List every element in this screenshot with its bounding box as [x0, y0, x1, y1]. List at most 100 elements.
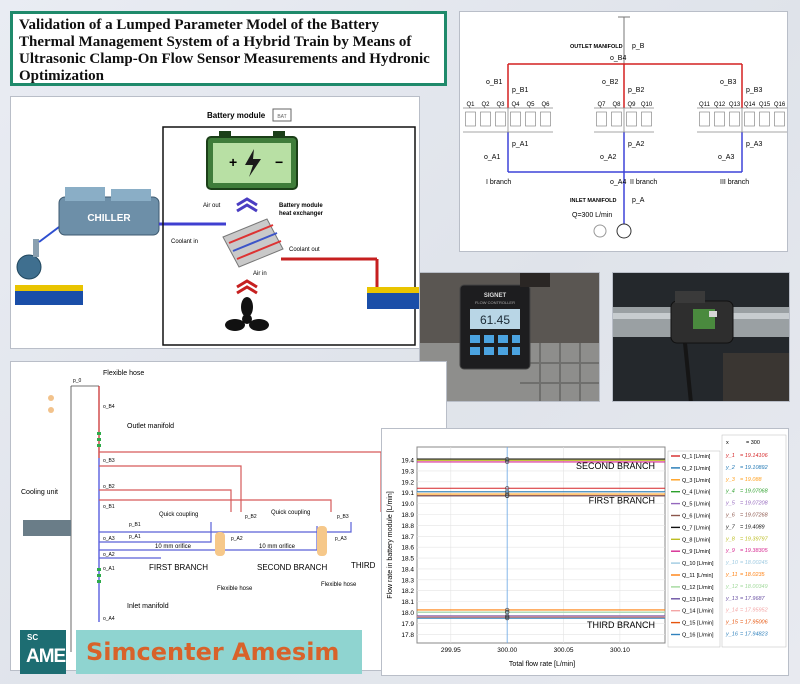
y-tick-label: 18.2	[401, 588, 414, 595]
inlet-manifold-label: Inlet manifold	[127, 603, 169, 610]
pump-symbol	[616, 223, 632, 239]
orifice-2-label: 10 mm orifice	[259, 544, 296, 550]
scheme-branch-name: II branch	[630, 179, 657, 186]
readout-y-label: y_5	[725, 501, 736, 507]
legend-entry: Q_13 [L/min]	[682, 597, 714, 603]
readout-y-value: = 18.00245	[740, 560, 769, 566]
air-out-label: Air out	[203, 203, 221, 209]
inlet-manifold-label: INLET MANIFOLD	[570, 198, 616, 204]
battery-module-box	[162, 126, 416, 346]
legend-entry: Q_11 [L/min]	[682, 573, 714, 579]
readout-y-label: y_16	[725, 632, 739, 638]
legend-box	[667, 450, 721, 648]
legend-entry: Q_6 [L/min]	[682, 514, 711, 520]
readout-y-label: y_4	[725, 489, 735, 495]
x-tick-label: 300.10	[610, 647, 630, 654]
heat-exchanger-icon	[222, 218, 284, 268]
branch-annotation: FIRST BRANCH	[589, 496, 655, 506]
svg-text:o_B3: o_B3	[103, 458, 115, 464]
readout-y-label: y_11	[725, 572, 738, 578]
cursor-point-q6	[505, 493, 510, 498]
scheme-q-label: Q14	[744, 102, 756, 108]
scheme-q-label: Q10	[641, 102, 653, 108]
readout-box	[721, 434, 787, 648]
battery-cell-symbol	[774, 111, 785, 127]
y-tick-label: 17.8	[401, 632, 414, 639]
y-tick-label: 18.4	[401, 566, 414, 573]
battery-module-label: Battery module	[207, 111, 266, 120]
third-branch-label: THIRD	[351, 561, 376, 570]
cursor-point-q11	[505, 607, 510, 613]
battery-cell-symbol	[480, 111, 491, 127]
scheme-branch-name: I branch	[486, 179, 511, 186]
controller-display: 61.45	[480, 313, 510, 327]
battery-cell-symbol	[641, 111, 652, 127]
readout-y-value: = 19.07208	[740, 501, 769, 507]
readout-y-value: = 17.94823	[740, 632, 769, 638]
y-tick-label: 19.1	[401, 490, 414, 497]
legend-entry: Q_12 [L/min]	[682, 585, 714, 591]
readout-y-value: = 18.0235	[740, 572, 766, 578]
svg-text:FLOW CONTROLLER: FLOW CONTROLLER	[475, 300, 515, 305]
quick-coupling-2-label: Quick coupling	[271, 510, 310, 516]
svg-text:o_A4: o_A4	[103, 616, 115, 622]
readout-y-value: = 19.38305	[740, 548, 769, 554]
legend-entry: Q_15 [L/min]	[682, 621, 714, 627]
battery-cell-symbol	[744, 111, 755, 127]
scheme-oa-label: o_A2	[600, 154, 616, 161]
readout-y-label: y_12	[725, 584, 738, 590]
scheme-q-label: Q8	[612, 102, 621, 108]
legend-entry: Q_16 [L/min]	[682, 633, 714, 639]
air-out-icon	[236, 197, 258, 213]
cooling-unit-label: Cooling unit	[21, 489, 58, 496]
y-tick-label: 18.5	[401, 556, 414, 563]
readout-y-value: = 19.07268	[740, 513, 769, 519]
scheme-q-label: Q7	[597, 102, 606, 108]
branch-annotation: THIRD BRANCH	[587, 620, 655, 630]
y-tick-label: 18.7	[401, 534, 414, 541]
legend-entry: Q_14 [L/min]	[682, 609, 714, 615]
pA-label: p_A	[632, 197, 645, 204]
readout-x-label: x	[726, 440, 729, 446]
scheme-pb-label: p_B2	[628, 87, 644, 94]
flexible-hose-1-icon	[215, 532, 225, 556]
paper-title: Validation of a Lumped Parameter Model o…	[10, 11, 447, 86]
coolant-out-label: Coolant out	[289, 247, 320, 253]
legend-entry: Q_1 [L/min]	[682, 454, 711, 460]
y-tick-label: 18.1	[401, 599, 414, 606]
amesim-model: Flexible hose p_0 o_B4 Outlet manifold C…	[10, 361, 447, 671]
scheme-q-label: Q12	[714, 102, 726, 108]
chiller-icon: CHILLER	[58, 187, 160, 236]
svg-text:o_A2: o_A2	[103, 552, 115, 558]
y-tick-label: 19.4	[401, 458, 414, 465]
readout-y-label: y_2	[725, 465, 735, 471]
x-tick-label: 300.05	[554, 647, 574, 654]
svg-text:p_A3: p_A3	[335, 536, 347, 542]
y-tick-label: 18.0	[401, 610, 414, 617]
readout-y-label: y_13	[725, 596, 739, 602]
battery-module-diagram: CHILLER Battery module BAT + − Air out B…	[10, 96, 421, 349]
readout-y-value: = 19.4089	[740, 524, 765, 530]
svg-text:o_B2: o_B2	[103, 484, 115, 490]
readout-y-value: = 19.10892	[740, 465, 768, 471]
x-tick-label: 299.95	[441, 647, 461, 654]
air-in-icon	[236, 279, 258, 295]
legend-entry: Q_5 [L/min]	[682, 502, 711, 508]
svg-text:−: −	[275, 154, 283, 170]
readout-y-label: y_14	[725, 608, 738, 614]
scheme-q-label: Q16	[774, 102, 786, 108]
branch-annotation: SECOND BRANCH	[576, 461, 655, 471]
readout-y-label: y_8	[725, 536, 736, 542]
flexible-hose-2-icon	[317, 526, 327, 556]
readout-y-value: = 19.088	[740, 477, 763, 483]
scheme-q-label: Q3	[496, 102, 505, 108]
coolant-in-label: Coolant in	[171, 239, 198, 245]
orifice-1-label: 10 mm orifice	[155, 544, 192, 550]
scheme-ob-label: o_B1	[486, 79, 502, 86]
second-branch-label: SECOND BRANCH	[257, 563, 327, 572]
scheme-oa-label: o_A3	[718, 154, 734, 161]
y-tick-label: 18.6	[401, 545, 414, 552]
battery-cell-symbol	[611, 111, 622, 127]
plot-area	[416, 446, 666, 644]
oB4-label: o_B4	[610, 55, 626, 62]
